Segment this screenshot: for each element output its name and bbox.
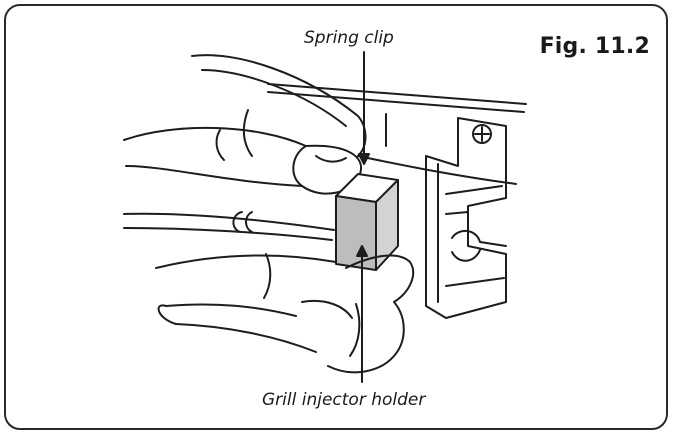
leader-injector-holder [356, 245, 368, 383]
burner-bracket [425, 117, 507, 319]
figure-frame: Spring clip Fig. 11.2 Grill injector hol… [4, 4, 668, 430]
injector-holder-label: Grill injector holder [262, 390, 426, 410]
spring-clip-label: Spring clip [304, 28, 394, 48]
leader-spring-clip [358, 51, 370, 165]
lower-hand [155, 253, 415, 374]
screw-icon [472, 124, 492, 144]
screwdriver [123, 211, 335, 241]
appliance-panel [267, 83, 527, 185]
figure-number: Fig. 11.2 [539, 34, 650, 59]
upper-hand [123, 54, 367, 195]
line-drawing [123, 51, 527, 383]
grill-injector-holder [335, 173, 399, 271]
